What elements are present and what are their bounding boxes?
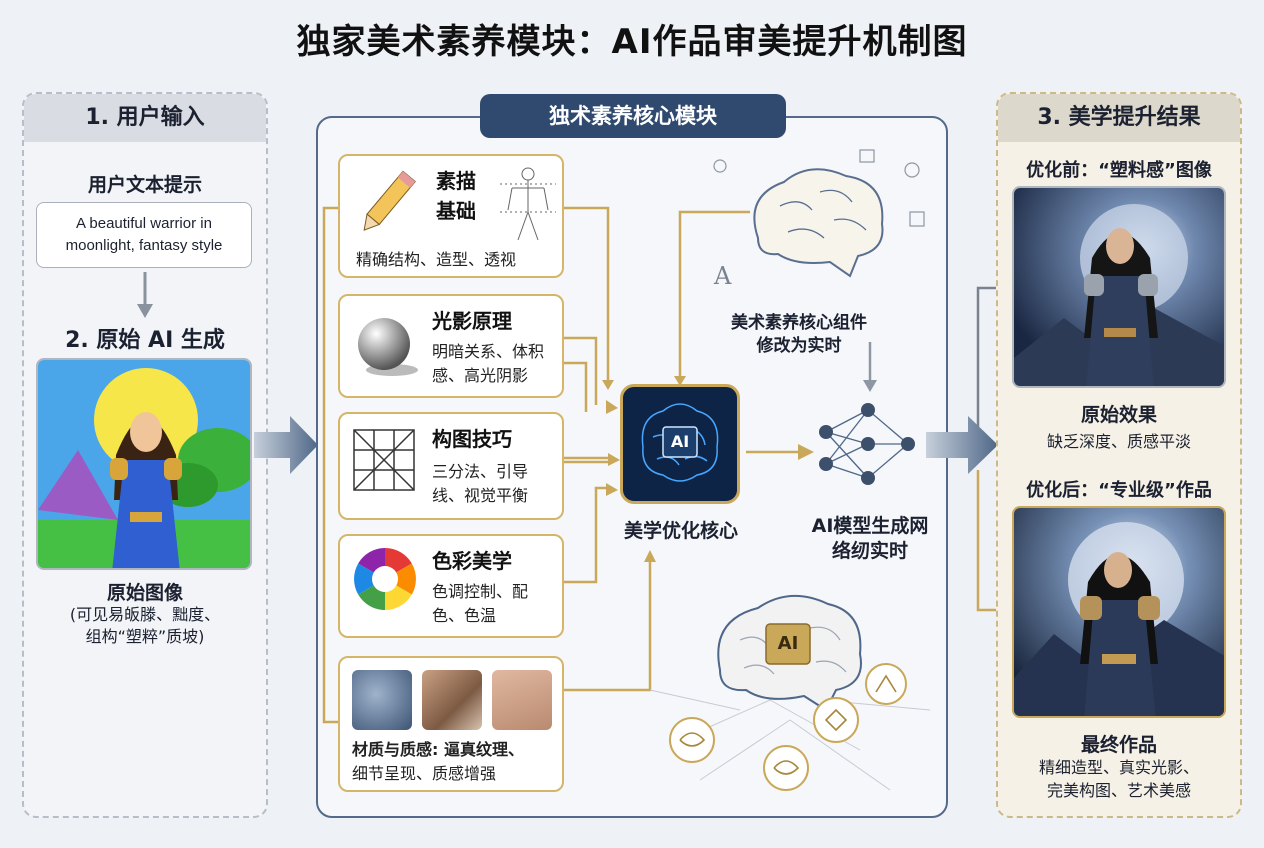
lower-brain-network-icon: [649, 594, 931, 791]
after-desc-line-2: 完美构图、艺术美感: [1046, 781, 1191, 800]
network-line-1: AI模型生成网: [811, 515, 929, 537]
after-desc-line-1: 精细造型、真实光影、: [1038, 758, 1199, 777]
material-desc-2: 细节呈现、质感增强: [352, 764, 497, 783]
fabric-swatch-icon: [352, 670, 412, 730]
neural-network-icon: [819, 403, 915, 485]
composition-card: 构图技巧 三分法、引导 线、视觉平衡: [338, 412, 564, 520]
sketch-title-1: 素描: [436, 169, 476, 193]
sphere-icon: [358, 318, 418, 376]
svg-text:A: A: [713, 262, 732, 290]
prompt-box: A beautiful warrior in moonlight, fantas…: [36, 202, 252, 268]
color-desc-1: 色调控制、配: [432, 582, 529, 601]
light-title: 光影原理: [432, 309, 512, 333]
original-caption-title: 原始图像: [106, 582, 183, 604]
after-image: [1012, 506, 1226, 718]
leather-swatch-icon: [492, 670, 552, 730]
light-shadow-card: 光影原理 明暗关系、体积 感、高光阴影: [338, 294, 564, 398]
after-desc: 精细造型、真实光影、 完美构图、艺术美感: [996, 756, 1242, 802]
before-title: 原始效果: [1080, 404, 1157, 426]
composition-title: 构图技巧: [432, 427, 512, 451]
down-arrow-icon: [137, 272, 153, 318]
flow-arrow-icon: [254, 416, 318, 474]
color-desc-2: 色、色温: [432, 606, 497, 625]
original-caption-line-1: (可见易皈滕、黜度、: [69, 605, 221, 624]
page-title: 独家美术素养模块：AI作品审美提升机制图: [296, 22, 968, 62]
original-caption-desc: (可见易皈滕、黜度、 组构“塑粹”质坡): [22, 604, 268, 648]
original-ai-image: [36, 358, 252, 570]
before-image: [1012, 186, 1226, 388]
color-aesthetics-card: 色彩美学 色调控制、配 色、色温: [338, 534, 564, 638]
module-connectors: [322, 206, 656, 724]
sketch-desc: 精确结构、造型、透视: [356, 250, 517, 269]
metal-swatch-icon: [422, 670, 482, 730]
result-header: 3. 美学提升结果: [998, 94, 1240, 142]
after-label: 优化后：“专业级”作品: [1026, 480, 1212, 501]
after-title: 最终作品: [1080, 734, 1157, 756]
before-desc: 缺乏深度、质感平淡: [1046, 432, 1191, 451]
material-desc-1: 材质与质感: 逼真纹理、: [352, 740, 524, 759]
result-arrow-icon: [926, 416, 998, 474]
network-line-2: 络纫实时: [831, 540, 908, 562]
grid-composition-icon: [353, 429, 415, 491]
brain-sketch-icon: A: [713, 149, 925, 290]
raw-generation-header: 2. 原始 AI 生成: [65, 328, 225, 353]
component-line-1: 美术素养核心组件: [731, 313, 867, 333]
aesthetic-core-chip: AI: [620, 384, 740, 504]
color-wheel-icon: [354, 548, 416, 610]
component-line-2: 修改为实时: [756, 336, 842, 356]
lower-chip-label: AI: [777, 633, 799, 654]
composition-desc-1: 三分法、引导: [432, 462, 529, 481]
material-texture-card: 材质与质感: 逼真纹理、 细节呈现、质感增强: [338, 656, 564, 792]
component-label: 美术素养核心组件 修改为实时: [704, 312, 894, 358]
light-desc-1: 明暗关系、体积: [432, 342, 545, 361]
core-connectors: [674, 210, 877, 392]
core-label: 美学优化核心: [623, 520, 738, 542]
before-label: 优化前：“塑料感”图像: [1026, 160, 1212, 181]
user-input-header: 1. 用户输入: [24, 94, 266, 142]
core-chip-label: AI: [670, 432, 690, 451]
core-to-network-arrow-icon: [746, 444, 814, 460]
prompt-line-2: moonlight, fantasy style: [65, 237, 223, 254]
figure-anatomy-icon: [500, 167, 556, 241]
pencil-icon: [363, 170, 416, 231]
network-label: AI模型生成网 络纫实时: [788, 514, 952, 564]
sketch-title-2: 基础: [436, 199, 476, 223]
color-title: 色彩美学: [432, 549, 512, 573]
sketch-basics-card: 素描 基础 精确结构、造型、透视: [338, 154, 564, 278]
prompt-label: 用户文本提示: [87, 174, 202, 196]
core-module-header: 独术素养核心模块: [480, 94, 786, 138]
light-desc-2: 感、高光阴影: [432, 366, 529, 385]
original-caption-line-2: 组构“塑粹”质坡): [85, 627, 205, 646]
composition-desc-2: 线、视觉平衡: [432, 486, 529, 505]
prompt-line-1: A beautiful warrior in: [76, 215, 212, 232]
